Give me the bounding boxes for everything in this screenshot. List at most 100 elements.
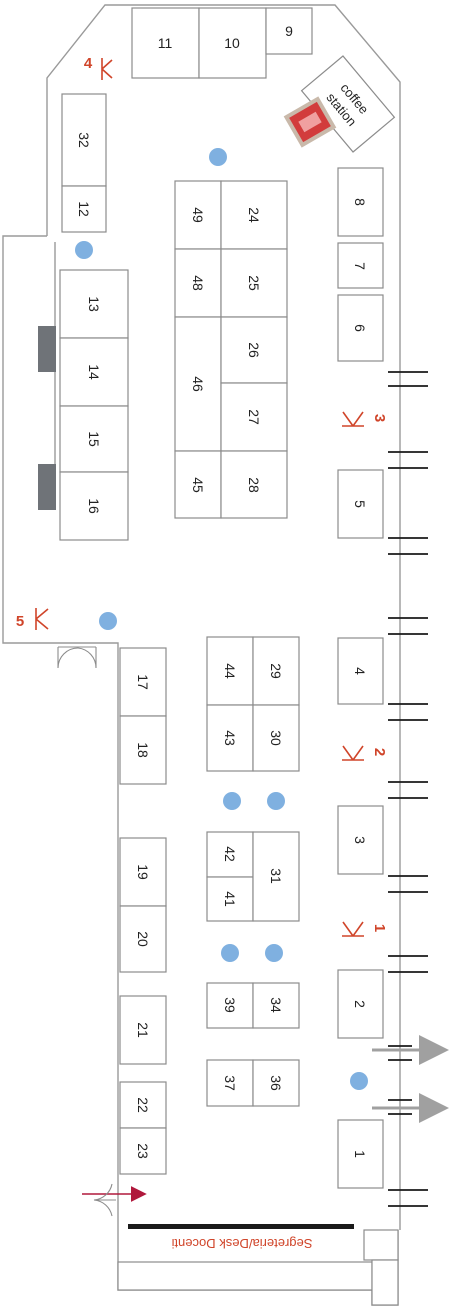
booth-7[interactable] [337,242,384,289]
booth-26[interactable] [220,316,288,384]
column-marker [221,944,239,962]
booth-4[interactable] [337,637,384,705]
booth-22[interactable] [119,1081,167,1129]
booth-label: 30 [268,730,284,746]
booth-label: 25 [246,275,262,291]
booth-2[interactable] [337,969,384,1039]
booth-label: 22 [135,1097,151,1113]
booth-12[interactable] [61,185,107,233]
exit-2: 2 [342,745,388,761]
booth-6[interactable] [337,294,384,362]
booth-label: 21 [135,1022,151,1038]
exit-number: 2 [371,748,388,756]
booth-24[interactable] [220,180,288,250]
desk-counter [128,1224,354,1229]
booth-32[interactable] [61,93,107,187]
booth-label: 7 [352,262,368,270]
booth-label: 14 [86,364,102,380]
booth-14[interactable] [59,337,129,407]
booth-41[interactable] [206,876,254,922]
desk-cabinet [371,1259,399,1306]
booth-label: 32 [76,132,92,148]
booth-label: 34 [268,997,284,1013]
exit-number: 5 [16,613,24,630]
booth-label: 41 [222,891,238,907]
booth-label: 46 [190,376,206,392]
booth-21[interactable] [119,995,167,1065]
booth-label: 44 [222,663,238,679]
booth-label: 43 [222,730,238,746]
booth-label: 5 [352,500,368,508]
desk-label: Segreteria/Desk Docenti [171,1236,312,1251]
coffee-station[interactable]: coffee station [300,55,396,153]
column-marker [265,944,283,962]
booth-25[interactable] [220,248,288,318]
booth-29[interactable] [252,636,300,706]
booth-20[interactable] [119,905,167,973]
booth-label: 48 [190,275,206,291]
booth-28[interactable] [220,450,288,519]
booth-label: 26 [246,342,262,358]
booth-3[interactable] [337,805,384,875]
coffee-machine-icon [283,96,337,148]
booth-label: 20 [135,931,151,947]
booth-1[interactable] [337,1119,384,1189]
booth-18[interactable] [119,715,167,785]
exit-3: 3 [342,411,388,427]
booth-label: 36 [268,1075,284,1091]
exit-4: 4 [84,55,113,80]
booth-label: 49 [190,207,206,223]
booth-34[interactable] [252,982,300,1029]
booth-label: 16 [86,498,102,514]
booth-30[interactable] [252,704,300,772]
booth-15[interactable] [59,405,129,473]
column-marker [350,1072,368,1090]
booth-8[interactable] [337,167,384,237]
booth-label: 18 [135,742,151,758]
exit-symbol-icon [35,608,49,630]
booth-39[interactable] [206,982,254,1029]
booth-label: 10 [224,35,240,51]
booth-45[interactable] [174,450,222,519]
door [93,1183,116,1217]
booth-label: 3 [352,836,368,844]
column-marker [209,148,227,166]
booth-36[interactable] [252,1059,300,1107]
booth-42[interactable] [206,831,254,878]
exit-symbol-icon [101,58,113,80]
booth-9[interactable] [265,7,313,55]
booth-label: 27 [246,409,262,425]
booth-label: 45 [190,477,206,493]
column-marker [75,241,93,259]
exit-1: 1 [342,921,388,937]
booth-label: 37 [222,1075,238,1091]
booth-label: 17 [135,674,151,690]
booth-10[interactable] [198,7,267,79]
booth-label: 11 [158,35,173,51]
booth-label: 24 [246,207,262,223]
booth-17[interactable] [119,647,167,717]
booth-label: 1 [352,1150,368,1158]
desk-counter-base [117,1261,373,1291]
door [57,646,97,669]
column-marker [267,792,285,810]
booth-label: 9 [285,23,293,39]
booth-23[interactable] [119,1127,167,1175]
booth-13[interactable] [59,269,129,339]
booth-label: 39 [222,997,238,1013]
column-marker [99,612,117,630]
booth-label: 4 [352,667,368,675]
exit-number: 1 [371,924,388,932]
booth-label: 12 [76,201,92,217]
booth-label: 31 [268,868,284,884]
booth-16[interactable] [59,471,129,541]
exit-number: 3 [371,414,388,422]
exit-number: 4 [84,55,93,72]
booth-label: 42 [222,846,238,862]
booth-43[interactable] [206,704,254,772]
booth-5[interactable] [337,469,384,539]
booth-31[interactable] [252,831,300,922]
booth-label: 19 [135,864,151,880]
booth-label: 13 [86,296,102,312]
column-marker [223,792,241,810]
